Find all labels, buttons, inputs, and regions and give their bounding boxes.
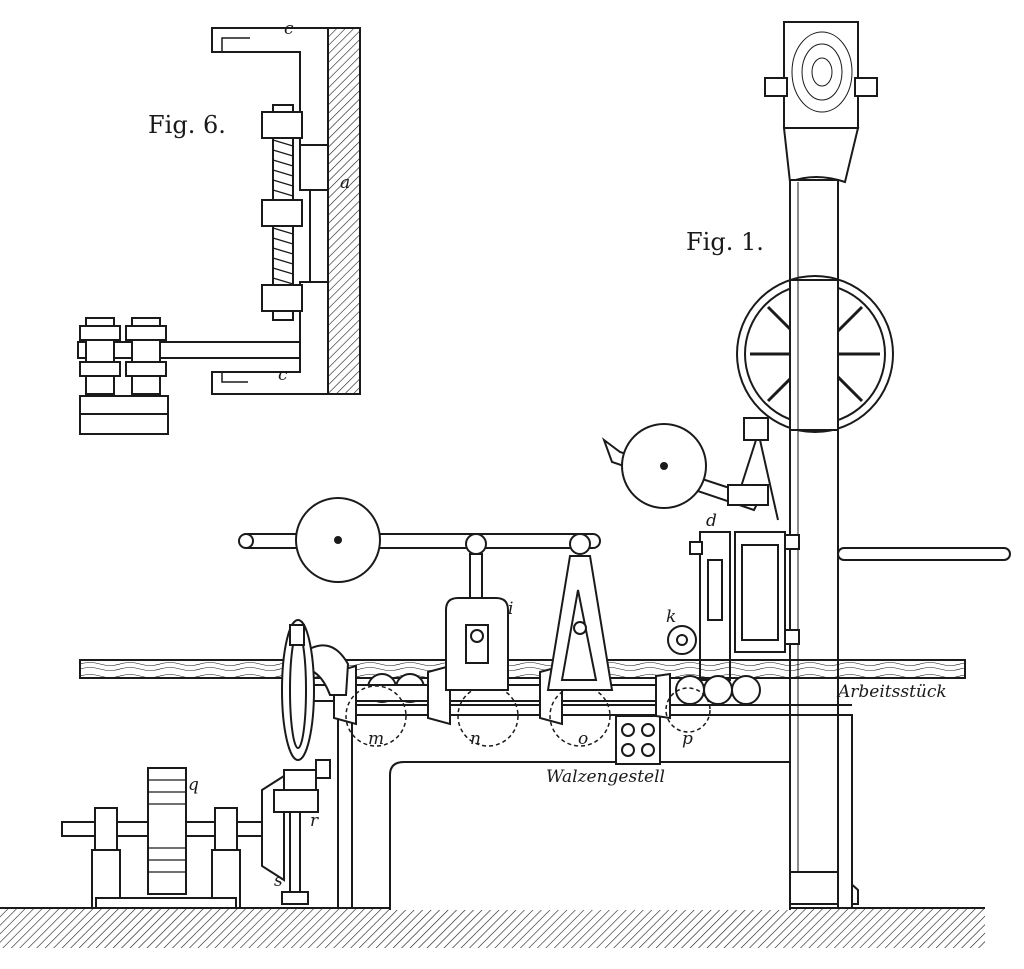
roller-frame bbox=[389, 761, 791, 910]
label-p: p bbox=[682, 729, 693, 749]
right-lever bbox=[837, 547, 1011, 561]
label-o: o bbox=[578, 729, 588, 749]
column-capital bbox=[782, 127, 860, 184]
label-m: m bbox=[368, 729, 384, 749]
column-timber-top bbox=[783, 21, 859, 129]
fig6-hatched-wall bbox=[327, 27, 361, 395]
label-c-top: c bbox=[284, 19, 294, 39]
label-s: s bbox=[274, 871, 283, 891]
fig6-drawing bbox=[77, 27, 361, 435]
label-c-bottom: c bbox=[278, 365, 288, 385]
label-workpiece: Arbeitsstück bbox=[836, 682, 947, 702]
large-pulley bbox=[281, 619, 315, 761]
label-n: n bbox=[470, 729, 481, 749]
fig6-nut-bottom bbox=[261, 284, 303, 312]
label-i: i bbox=[508, 599, 513, 619]
label-k: k bbox=[666, 607, 676, 627]
fig1-drawing bbox=[0, 21, 1011, 948]
fig6-middle-guide bbox=[309, 189, 329, 283]
workpiece-board bbox=[79, 659, 966, 679]
roller-p bbox=[655, 672, 671, 720]
head-frame bbox=[734, 531, 786, 653]
vertical-shaft bbox=[289, 811, 301, 899]
ground-hatching bbox=[0, 908, 985, 948]
label-a: a bbox=[340, 173, 350, 193]
label-q: q bbox=[188, 775, 199, 795]
pulley-q bbox=[147, 767, 187, 895]
fig6-title: Fig. 6. bbox=[148, 111, 226, 139]
fig1-title: Fig. 1. bbox=[686, 228, 764, 256]
fig6-nut-top bbox=[261, 111, 303, 139]
label-d: d bbox=[706, 511, 717, 531]
label-r: r bbox=[310, 811, 319, 831]
fig6-nut-middle bbox=[261, 199, 303, 227]
roller-n bbox=[427, 664, 451, 726]
bearing-block bbox=[615, 715, 661, 765]
left-lever bbox=[239, 533, 601, 549]
label-roller-frame: Walzengestell bbox=[546, 767, 665, 787]
bevel-gear-r bbox=[273, 789, 319, 813]
fig6-lower-bracket bbox=[211, 281, 329, 395]
head-block-d bbox=[699, 531, 731, 681]
